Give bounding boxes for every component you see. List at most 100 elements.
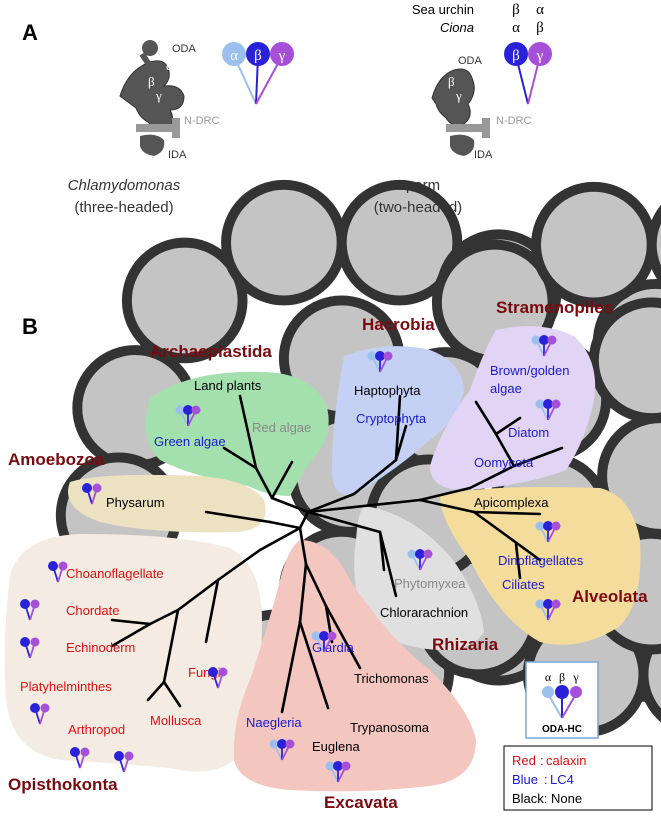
dynein-glyph-head xyxy=(30,637,40,647)
dynein-glyph-head xyxy=(535,399,545,409)
taxon-ciliates: Ciliates xyxy=(502,577,545,592)
chlamy-name: Chlamydomonas xyxy=(68,177,181,194)
chlamy-inner-gamma: γ xyxy=(155,88,162,103)
amoebozoa-region xyxy=(68,474,266,533)
dynein-glyph-head xyxy=(551,599,561,609)
taxon-trypanosoma: Trypanosoma xyxy=(350,720,430,735)
dynein-glyph-head xyxy=(543,399,553,409)
taxon-choanoflagellate: Choanoflagellate xyxy=(66,566,164,581)
legend-red-sep: : xyxy=(540,753,544,768)
panel-b-letter: B xyxy=(22,314,38,339)
dynein-glyph xyxy=(367,351,393,373)
taxon-brown-golden: Brown/golden xyxy=(490,363,570,378)
dynein-glyph-head xyxy=(535,599,545,609)
icon-alpha-letter: α xyxy=(230,48,238,64)
taxon-euglena: Euglena xyxy=(312,739,360,754)
group-stramenopiles: Stramenopiles xyxy=(496,298,613,317)
taxon-chlorarachnion: Chlorarachnion xyxy=(380,605,468,620)
dynein-glyph-head xyxy=(415,549,425,559)
dynein-glyph-head xyxy=(543,599,553,609)
dynein-glyph xyxy=(82,483,102,505)
opisthokonta-region xyxy=(4,534,263,772)
taxon-platyhelminthes: Platyhelminthes xyxy=(20,679,112,694)
two-headed-dynein-icon xyxy=(504,42,552,105)
dynein-glyph-head xyxy=(82,483,92,493)
taxon-echinoderm: Echinoderm xyxy=(66,640,135,655)
group-archaeplastida: Archaeplastida xyxy=(150,342,272,361)
dynein-glyph-head xyxy=(547,335,557,345)
sperm-icon-gamma: γ xyxy=(536,48,544,64)
ciona-first: α xyxy=(512,20,520,36)
dynein-glyph xyxy=(20,599,40,621)
alveolata-region xyxy=(440,487,641,645)
taxon-dinoflagellates: Dinoflagellates xyxy=(498,553,584,568)
dynein-glyph xyxy=(30,703,50,725)
dynein-glyph xyxy=(208,667,228,689)
dynein-glyph-head xyxy=(531,335,541,345)
dynein-glyph xyxy=(535,599,561,621)
key-label: ODA-HC xyxy=(542,724,582,735)
taxon-trichomonas: Trichomonas xyxy=(354,671,429,686)
dynein-glyph xyxy=(269,739,295,761)
taxon-land-plants: Land plants xyxy=(194,378,262,393)
sperm-axoneme xyxy=(370,68,661,733)
dynein-glyph-head xyxy=(407,549,417,559)
dynein-glyph xyxy=(535,521,561,543)
key-gamma: γ xyxy=(572,670,579,684)
taxon-physarum: Physarum xyxy=(106,495,165,510)
dynein-glyphs xyxy=(20,335,561,783)
ciona-label: Ciona xyxy=(440,20,474,35)
dynein-glyph xyxy=(114,751,134,773)
dynein-glyph-head xyxy=(92,483,102,493)
chlamy-oda-label: ODA xyxy=(172,43,197,55)
group-hacrobia: Hacrobia xyxy=(362,315,435,334)
dynein-glyph-head xyxy=(114,751,124,761)
dynein-glyph-head xyxy=(80,747,90,757)
dynein-glyph-head xyxy=(367,351,377,361)
taxon-apicomplexa: Apicomplexa xyxy=(474,495,549,510)
dynein-glyph-head xyxy=(535,521,545,531)
oda-hc-key xyxy=(525,661,599,739)
dynein-glyph-head xyxy=(551,399,561,409)
chlamydomonas-axoneme xyxy=(60,40,661,731)
group-alveolata: Alveolata xyxy=(572,587,648,606)
dynein-glyph-head xyxy=(319,631,329,641)
dynein-glyph-head xyxy=(551,521,561,531)
color-legend xyxy=(503,745,653,811)
icon-beta-letter: β xyxy=(254,48,262,64)
taxon-oomycota: Oomycota xyxy=(474,455,534,470)
dynein-glyph-head xyxy=(175,405,185,415)
chlamy-ida-label: IDA xyxy=(168,149,187,161)
dynein-glyph-head xyxy=(191,405,201,415)
sperm-ida-label: IDA xyxy=(474,149,493,161)
dynein-glyph-head xyxy=(539,335,549,345)
dynein-glyph-head xyxy=(124,751,134,761)
key-alpha: α xyxy=(545,670,552,684)
stramenopiles-region xyxy=(430,326,596,491)
sea-urchin-label: Sea urchin xyxy=(412,2,474,17)
taxon-cryptophyta: Cryptophyta xyxy=(356,411,427,426)
sperm-icon-beta: β xyxy=(512,48,520,64)
taxon-phytomyxea: Phytomyxea xyxy=(394,576,466,591)
sperm-inner-beta: β xyxy=(448,74,455,89)
three-headed-dynein-icon xyxy=(222,42,294,105)
dynein-glyph-head xyxy=(341,761,351,771)
sea-urchin-second: α xyxy=(536,2,544,18)
excavata-region xyxy=(233,540,476,792)
chlamy-ndrc-label: N-DRC xyxy=(184,115,219,127)
phylogenetic-tree xyxy=(110,394,564,714)
dynein-glyph-head xyxy=(277,739,287,749)
dynein-glyph-head xyxy=(40,703,50,713)
taxon-red-algae: Red algae xyxy=(252,420,311,435)
panel-a-letter: A xyxy=(22,20,38,45)
icon-gamma-letter: γ xyxy=(278,48,286,64)
dynein-glyph-head xyxy=(325,761,335,771)
archaeplastida-region xyxy=(145,371,329,496)
taxon-naegleria: Naegleria xyxy=(246,715,302,730)
group-amoebozoa: Amoebozoa xyxy=(8,450,105,469)
sperm-inner-gamma: γ xyxy=(455,88,462,103)
taxon-diatom: Diatom xyxy=(508,425,549,440)
dynein-glyph xyxy=(535,399,561,421)
legend-blue-sep: : xyxy=(544,772,548,787)
